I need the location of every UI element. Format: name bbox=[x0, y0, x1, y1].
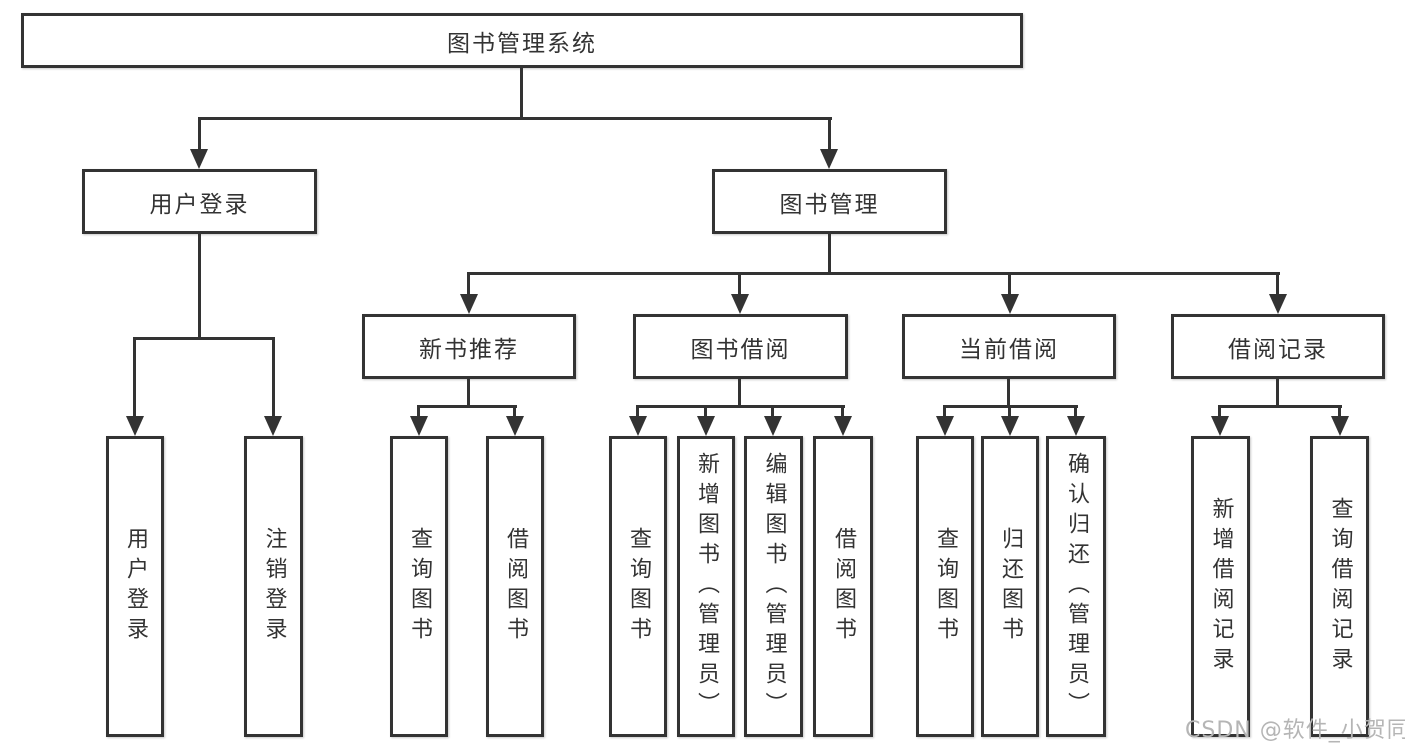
node-label: 确认归还（管理员） bbox=[1064, 451, 1089, 722]
node-user-login: 用户登录 bbox=[82, 169, 317, 234]
connector-line bbox=[1218, 405, 1221, 419]
node-book-borrowing: 图书借阅 bbox=[633, 314, 848, 379]
connector-line bbox=[198, 117, 201, 151]
connector-line bbox=[1008, 272, 1011, 296]
connector-line bbox=[133, 337, 275, 340]
leaf-query-borrow-record: 查询借阅记录 bbox=[1310, 436, 1369, 737]
node-label: 新增图书（管理员） bbox=[694, 451, 719, 722]
leaf-query-books-borrowing: 查询图书 bbox=[609, 436, 667, 737]
arrow-down-icon bbox=[1211, 416, 1229, 436]
node-label: 用户登录 bbox=[149, 191, 250, 218]
arrow-down-icon bbox=[731, 294, 749, 314]
leaf-query-books-recommend: 查询图书 bbox=[390, 436, 448, 737]
arrow-down-icon bbox=[697, 416, 715, 436]
leaf-edit-book-admin: 编辑图书（管理员） bbox=[744, 436, 803, 737]
connector-line bbox=[133, 337, 136, 418]
connector-line bbox=[1338, 405, 1341, 419]
node-label: 新书推荐 bbox=[419, 336, 519, 363]
arrow-down-icon bbox=[264, 416, 282, 436]
node-root: 图书管理系统 bbox=[21, 13, 1023, 68]
connector-line bbox=[841, 405, 844, 419]
arrow-down-icon bbox=[1067, 416, 1085, 436]
leaf-borrow-books-recommend: 借阅图书 bbox=[486, 436, 544, 737]
arrow-down-icon bbox=[410, 416, 428, 436]
node-label: 用户登录 bbox=[123, 526, 148, 647]
leaf-add-borrow-record: 新增借阅记录 bbox=[1191, 436, 1250, 737]
connector-line bbox=[1276, 377, 1279, 408]
connector-line bbox=[738, 272, 741, 296]
arrow-down-icon bbox=[629, 416, 647, 436]
watermark: CSDN @软件_小贺同学 bbox=[1185, 718, 1405, 743]
leaf-return-books: 归还图书 bbox=[981, 436, 1039, 737]
node-label: 借阅记录 bbox=[1228, 336, 1328, 363]
node-label: 借阅图书 bbox=[503, 526, 528, 647]
connector-line bbox=[943, 405, 946, 419]
connector-line bbox=[272, 337, 275, 418]
node-label: 新增借阅记录 bbox=[1208, 496, 1234, 677]
connector-line bbox=[1276, 272, 1279, 296]
arrow-down-icon bbox=[834, 416, 852, 436]
node-borrowing-records: 借阅记录 bbox=[1171, 314, 1385, 379]
node-book-management: 图书管理 bbox=[712, 169, 947, 234]
connector-line bbox=[636, 405, 845, 408]
arrow-down-icon bbox=[460, 294, 478, 314]
connector-line bbox=[1007, 377, 1010, 408]
connector-line bbox=[468, 272, 1280, 275]
connector-line bbox=[828, 117, 831, 151]
connector-line bbox=[636, 405, 639, 419]
arrow-down-icon bbox=[1331, 416, 1349, 436]
leaf-confirm-return-admin: 确认归还（管理员） bbox=[1046, 436, 1106, 737]
node-label: 图书管理系统 bbox=[447, 30, 597, 57]
connector-line bbox=[738, 377, 741, 408]
arrow-down-icon bbox=[820, 149, 838, 169]
node-new-book-recommend: 新书推荐 bbox=[362, 314, 576, 379]
connector-line bbox=[771, 405, 774, 419]
node-label: 借阅图书 bbox=[831, 526, 856, 647]
node-label: 查询图书 bbox=[626, 526, 651, 647]
connector-line bbox=[704, 405, 707, 419]
connector-line bbox=[467, 272, 470, 296]
connector-line bbox=[417, 405, 517, 408]
leaf-add-book-admin: 新增图书（管理员） bbox=[677, 436, 735, 737]
node-label: 注销登录 bbox=[261, 526, 287, 647]
node-label: 查询借阅记录 bbox=[1327, 496, 1353, 677]
arrow-down-icon bbox=[126, 416, 144, 436]
connector-line bbox=[417, 405, 420, 419]
arrow-down-icon bbox=[1001, 416, 1019, 436]
connector-line bbox=[1074, 405, 1077, 419]
node-label: 图书管理 bbox=[779, 191, 880, 218]
connector-line bbox=[1008, 405, 1011, 419]
connector-line bbox=[198, 232, 201, 339]
connector-line bbox=[513, 405, 516, 419]
leaf-logout: 注销登录 bbox=[244, 436, 303, 737]
node-label: 编辑图书（管理员） bbox=[761, 451, 787, 722]
connector-line bbox=[828, 232, 831, 275]
node-label: 归还图书 bbox=[998, 526, 1023, 647]
arrow-down-icon bbox=[190, 149, 208, 169]
node-label: 图书借阅 bbox=[690, 336, 791, 363]
connector-line bbox=[520, 66, 523, 119]
connector-line bbox=[1218, 405, 1342, 408]
leaf-user-login: 用户登录 bbox=[106, 436, 164, 737]
node-current-borrowing: 当前借阅 bbox=[902, 314, 1116, 379]
arrow-down-icon bbox=[936, 416, 954, 436]
connector-line bbox=[198, 117, 832, 120]
node-label: 当前借阅 bbox=[959, 336, 1059, 363]
arrow-down-icon bbox=[764, 416, 782, 436]
leaf-query-books-current: 查询图书 bbox=[916, 436, 974, 737]
node-label: 查询图书 bbox=[407, 526, 432, 647]
node-label: 查询图书 bbox=[933, 526, 958, 647]
arrow-down-icon bbox=[506, 416, 524, 436]
arrow-down-icon bbox=[1269, 294, 1287, 314]
connector-line bbox=[467, 377, 470, 408]
arrow-down-icon bbox=[1001, 294, 1019, 314]
leaf-borrow-books-borrowing: 借阅图书 bbox=[813, 436, 873, 737]
